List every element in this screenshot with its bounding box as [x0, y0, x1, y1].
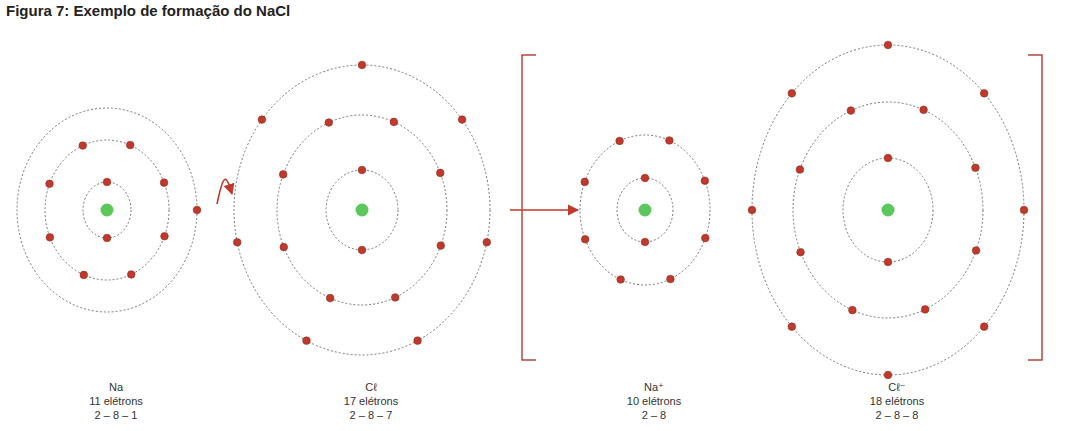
- atom-label: 2 – 8 – 8: [752, 408, 1042, 422]
- atom-label: 17 elétrons: [234, 394, 508, 408]
- electron-shell: [17, 108, 197, 312]
- electron-shell: [793, 102, 983, 318]
- atom-node: Cℓ⁻18 elétrons2 – 8 – 8: [752, 45, 1042, 422]
- electron: [666, 137, 674, 145]
- nucleus: [101, 204, 114, 217]
- electron: [920, 106, 928, 114]
- atom-drawing: [233, 61, 490, 355]
- electron: [46, 180, 54, 188]
- atom-label: 2 – 8: [580, 408, 728, 422]
- electron: [103, 234, 111, 242]
- atom-label: Cℓ: [234, 380, 508, 394]
- electron-shell: [752, 45, 1024, 375]
- electron: [1020, 206, 1028, 214]
- electron-shell: [83, 182, 131, 238]
- atom-label: 2 – 8 – 7: [234, 408, 508, 422]
- electron: [160, 179, 168, 187]
- electron: [884, 41, 892, 49]
- electron: [79, 142, 87, 150]
- electron: [127, 271, 135, 279]
- electron-shell: [277, 115, 447, 305]
- atom-label: 2 – 8 – 1: [17, 408, 215, 422]
- electron-shell: [45, 140, 169, 280]
- electron: [391, 294, 399, 302]
- electron-shell: [617, 178, 673, 242]
- electron: [701, 234, 709, 242]
- electron: [849, 306, 857, 314]
- atom-label: Na: [17, 380, 215, 394]
- atom-node: Na⁺10 elétrons2 – 8: [580, 135, 728, 422]
- electron: [748, 206, 756, 214]
- electron: [390, 118, 398, 126]
- electron: [414, 337, 422, 345]
- electron-transfer-arrow: [217, 179, 232, 204]
- electron: [616, 137, 624, 145]
- right-bracket: [1028, 55, 1042, 360]
- nucleus: [639, 204, 652, 217]
- electron: [358, 246, 366, 254]
- electron: [884, 258, 892, 266]
- electron: [641, 174, 649, 182]
- electron: [303, 337, 311, 345]
- electron: [279, 171, 287, 179]
- atom-label: 11 elétrons: [17, 394, 215, 408]
- electron: [581, 178, 589, 186]
- nucleus: [882, 204, 895, 217]
- electron: [581, 236, 589, 244]
- electron: [701, 177, 709, 185]
- electron: [280, 243, 288, 251]
- electron: [980, 90, 988, 98]
- electron-shell: [580, 135, 710, 285]
- electron: [972, 247, 980, 255]
- atom-label: Cℓ⁻: [752, 380, 1042, 394]
- electron: [46, 234, 54, 242]
- electron: [788, 90, 796, 98]
- electron: [788, 323, 796, 331]
- atom-node: Na11 elétrons2 – 8 – 1: [17, 108, 215, 422]
- electron: [483, 238, 491, 246]
- left-bracket: [522, 55, 536, 360]
- electron: [667, 275, 675, 283]
- electron-shell: [234, 65, 490, 355]
- electron-shell: [326, 170, 398, 250]
- electron: [126, 141, 134, 149]
- nucleus: [356, 204, 369, 217]
- electron: [884, 371, 892, 379]
- atom-drawing: [748, 41, 1028, 379]
- electron: [103, 178, 111, 186]
- electron: [325, 119, 333, 127]
- atom-node: Cℓ17 elétrons2 – 8 – 7: [234, 65, 508, 422]
- figure-title: Figura 7: Exemplo de formação do NaCl: [6, 2, 290, 19]
- electron: [437, 242, 445, 250]
- electron: [193, 206, 201, 214]
- electron: [358, 61, 366, 69]
- electron-shell: [843, 158, 933, 262]
- electron: [884, 154, 892, 162]
- atom-drawing: [17, 108, 201, 312]
- electron: [797, 248, 805, 256]
- electron-transfer-arrow: [510, 209, 578, 211]
- atom-label: Na⁺: [580, 380, 728, 394]
- atom-drawing: [580, 135, 710, 285]
- atom-label: 10 elétrons: [580, 394, 728, 408]
- electron: [458, 116, 466, 124]
- electron: [617, 276, 625, 284]
- electron: [641, 238, 649, 246]
- electron: [921, 306, 929, 314]
- electron: [847, 107, 855, 115]
- electron: [358, 166, 366, 174]
- electron: [161, 232, 169, 240]
- atom-label: 18 elétrons: [752, 394, 1042, 408]
- electron: [80, 271, 88, 279]
- electron: [980, 323, 988, 331]
- electron: [436, 169, 444, 177]
- electron: [258, 116, 266, 124]
- electron: [326, 294, 334, 302]
- electron: [233, 238, 241, 246]
- electron: [796, 166, 804, 174]
- electron: [972, 164, 980, 172]
